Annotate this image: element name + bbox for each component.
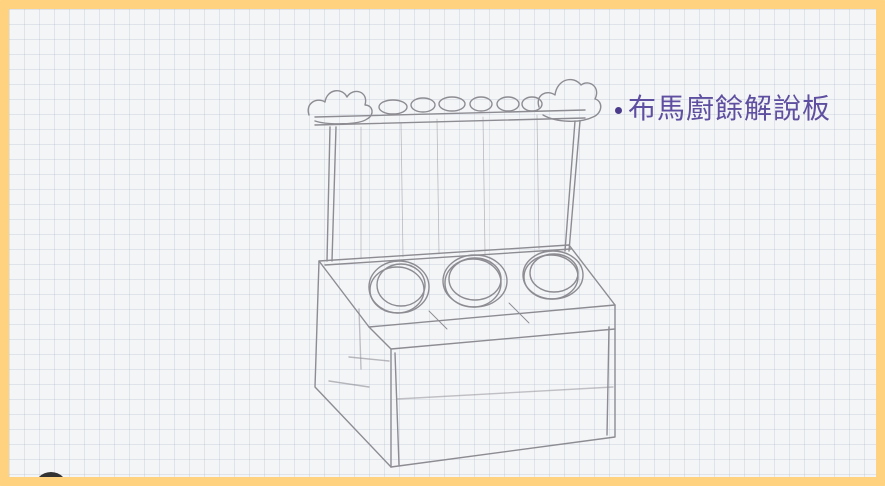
top-bar [307,78,602,126]
bowls [368,250,584,330]
board-label-text: 布馬廚餘解說板 [628,92,832,125]
board-label: 布馬廚餘解說板 [615,87,831,127]
board-sketch [307,78,616,468]
hanging-strings [360,114,540,260]
bullet-dot [615,107,622,114]
ink-blob [34,472,68,477]
posts [326,120,581,262]
box-body [314,260,616,468]
graph-paper: 布馬廚餘解說板 [9,9,876,477]
